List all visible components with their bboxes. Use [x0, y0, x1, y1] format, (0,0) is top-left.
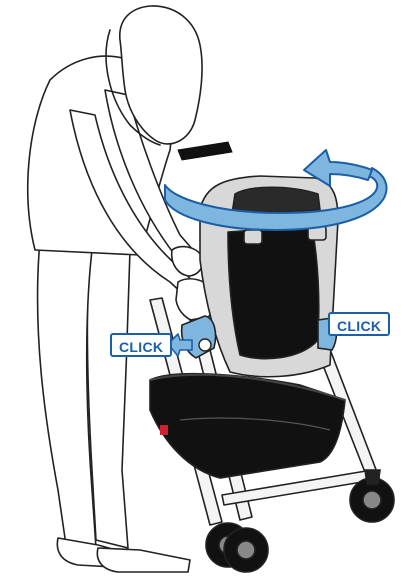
person-figure — [28, 6, 215, 572]
rear-right-wheel — [224, 528, 268, 572]
storage-basket — [150, 374, 345, 478]
left-connector-hub — [199, 339, 211, 351]
harness-buckle-left — [244, 230, 262, 244]
person-front-leg — [38, 240, 96, 548]
person-shoe-right — [97, 548, 190, 572]
person-back-leg — [87, 240, 130, 548]
seat-fabric — [228, 226, 319, 359]
seat-top — [232, 187, 320, 214]
click-label-right: CLICK — [328, 312, 390, 336]
basket-body — [150, 374, 345, 478]
click-label-left: CLICK — [110, 333, 172, 357]
bag-strap — [178, 142, 232, 160]
basket-tag — [160, 425, 168, 435]
